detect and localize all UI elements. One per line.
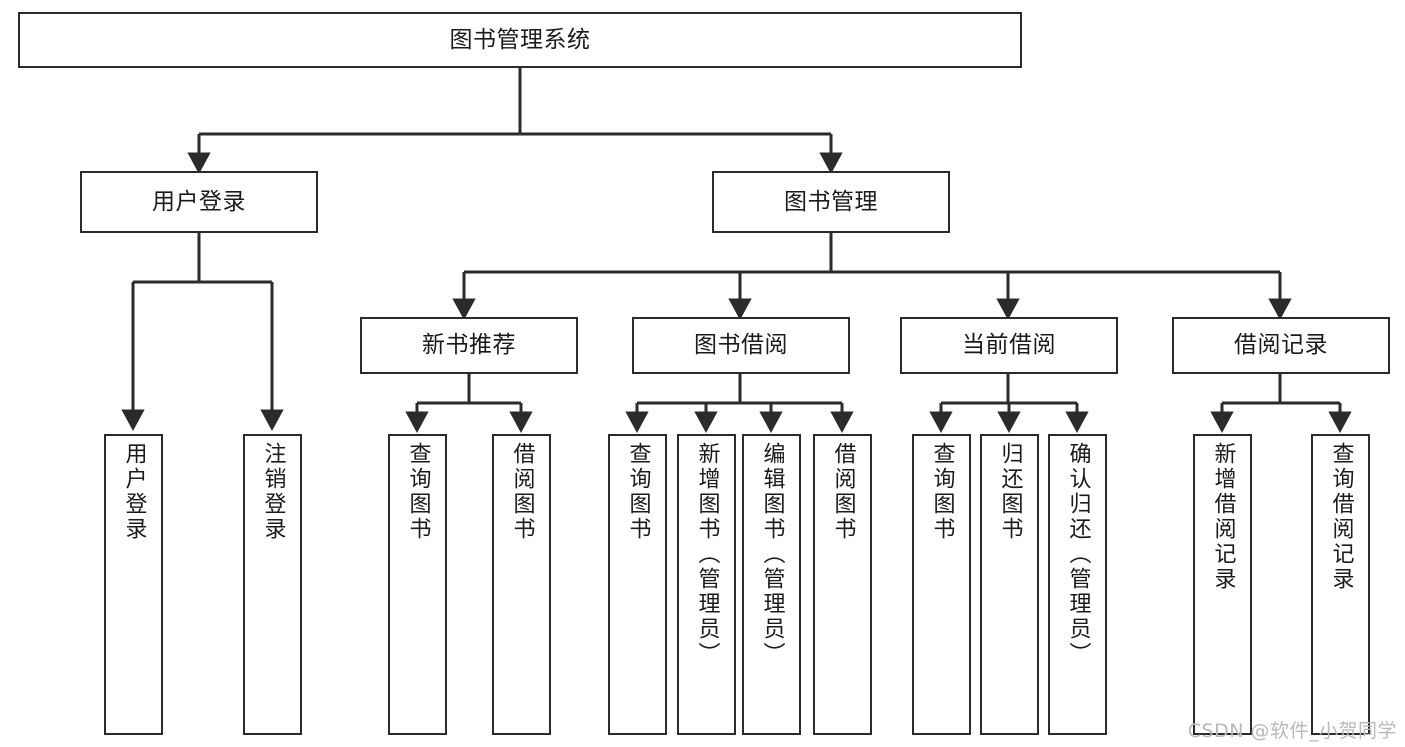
node-book-borrow[interactable]: 图书借阅 [632, 317, 850, 374]
leaf-edit-book-admin[interactable]: 编辑图书（管理员） [742, 434, 801, 735]
node-label: 查询图书 [929, 442, 955, 542]
leaf-logout-login[interactable]: 注销登录 [243, 434, 302, 735]
node-label: 借阅图书 [509, 442, 535, 542]
leaf-user-login[interactable]: 用户登录 [104, 434, 163, 735]
node-label: 查询图书 [625, 442, 651, 542]
node-label: 借阅图书 [830, 442, 856, 542]
leaf-query-borrow-record[interactable]: 查询借阅记录 [1311, 434, 1370, 735]
leaf-add-book-admin[interactable]: 新增图书（管理员） [677, 434, 736, 735]
leaf-borrow-book[interactable]: 借阅图书 [813, 434, 872, 735]
node-label: 查询图书 [405, 442, 431, 542]
node-new-book-recommend[interactable]: 新书推荐 [360, 317, 578, 374]
node-label: 注销登录 [260, 442, 286, 542]
leaf-borrow-book-recommend[interactable]: 借阅图书 [492, 434, 551, 735]
leaf-query-book-current[interactable]: 查询图书 [912, 434, 971, 735]
node-label: 编辑图书（管理员） [759, 442, 785, 667]
node-root-system[interactable]: 图书管理系统 [18, 12, 1022, 68]
node-label: 新增图书（管理员） [694, 442, 720, 667]
leaf-query-book-recommend[interactable]: 查询图书 [388, 434, 447, 735]
node-label: 当前借阅 [962, 332, 1056, 359]
csdn-watermark: CSDN @软件_小贺同学 [1187, 720, 1397, 742]
node-label: 确认归还（管理员） [1065, 442, 1091, 667]
node-label: 借阅记录 [1234, 332, 1328, 359]
leaf-confirm-return-admin[interactable]: 确认归还（管理员） [1048, 434, 1107, 735]
leaf-add-borrow-record[interactable]: 新增借阅记录 [1193, 434, 1252, 735]
node-label: 图书管理系统 [449, 26, 591, 53]
node-label: 新增借阅记录 [1210, 442, 1236, 592]
node-label: 图书管理 [784, 188, 878, 215]
node-borrow-record[interactable]: 借阅记录 [1172, 317, 1390, 374]
node-current-borrow[interactable]: 当前借阅 [900, 317, 1118, 374]
node-user-login[interactable]: 用户登录 [80, 171, 318, 233]
node-label: 用户登录 [121, 442, 147, 542]
leaf-return-book[interactable]: 归还图书 [980, 434, 1039, 735]
node-label: 查询借阅记录 [1328, 442, 1354, 592]
leaf-query-book-borrow[interactable]: 查询图书 [608, 434, 667, 735]
node-book-management[interactable]: 图书管理 [712, 171, 950, 233]
node-label: 用户登录 [152, 188, 246, 215]
node-label: 图书借阅 [694, 332, 788, 359]
node-label: 新书推荐 [422, 332, 516, 359]
node-label: 归还图书 [997, 442, 1023, 542]
